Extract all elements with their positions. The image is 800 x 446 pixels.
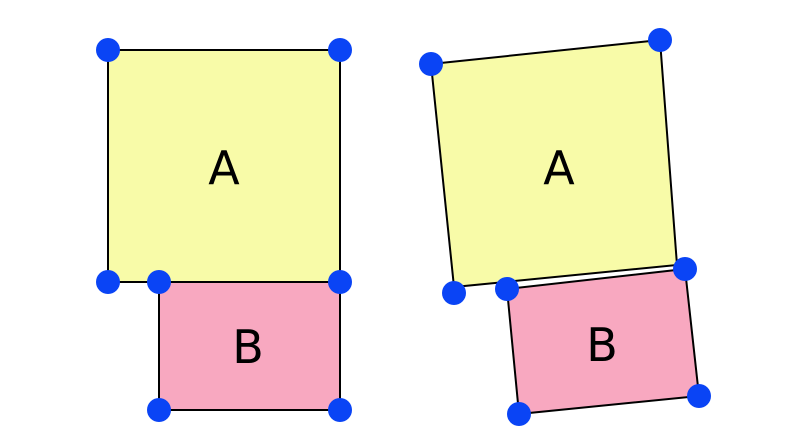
vertex-dot-icon[interactable] — [419, 52, 443, 76]
vertex-dot-icon[interactable] — [495, 277, 519, 301]
vertex-dot-icon[interactable] — [96, 38, 120, 62]
vertex-dot-icon[interactable] — [507, 402, 531, 426]
vertex-dot-icon[interactable] — [648, 28, 672, 52]
right-rect-b-label: B — [586, 318, 618, 372]
vertex-dot-icon[interactable] — [673, 257, 697, 281]
right-rect-a-label: A — [543, 141, 575, 195]
right-vertices — [419, 28, 711, 426]
left-vertices — [96, 38, 352, 422]
vertex-dot-icon[interactable] — [687, 384, 711, 408]
vertex-dot-icon[interactable] — [147, 270, 171, 294]
left-figure: A B — [96, 38, 352, 422]
vertex-dot-icon[interactable] — [96, 270, 120, 294]
vertex-dot-icon[interactable] — [442, 281, 466, 305]
vertex-dot-icon[interactable] — [328, 38, 352, 62]
vertex-dot-icon[interactable] — [147, 398, 171, 422]
left-rect-b-label: B — [232, 320, 264, 374]
left-rect-a-label: A — [208, 141, 240, 195]
vertex-dot-icon[interactable] — [328, 398, 352, 422]
right-figure: A B — [419, 28, 711, 426]
vertex-dot-icon[interactable] — [328, 270, 352, 294]
